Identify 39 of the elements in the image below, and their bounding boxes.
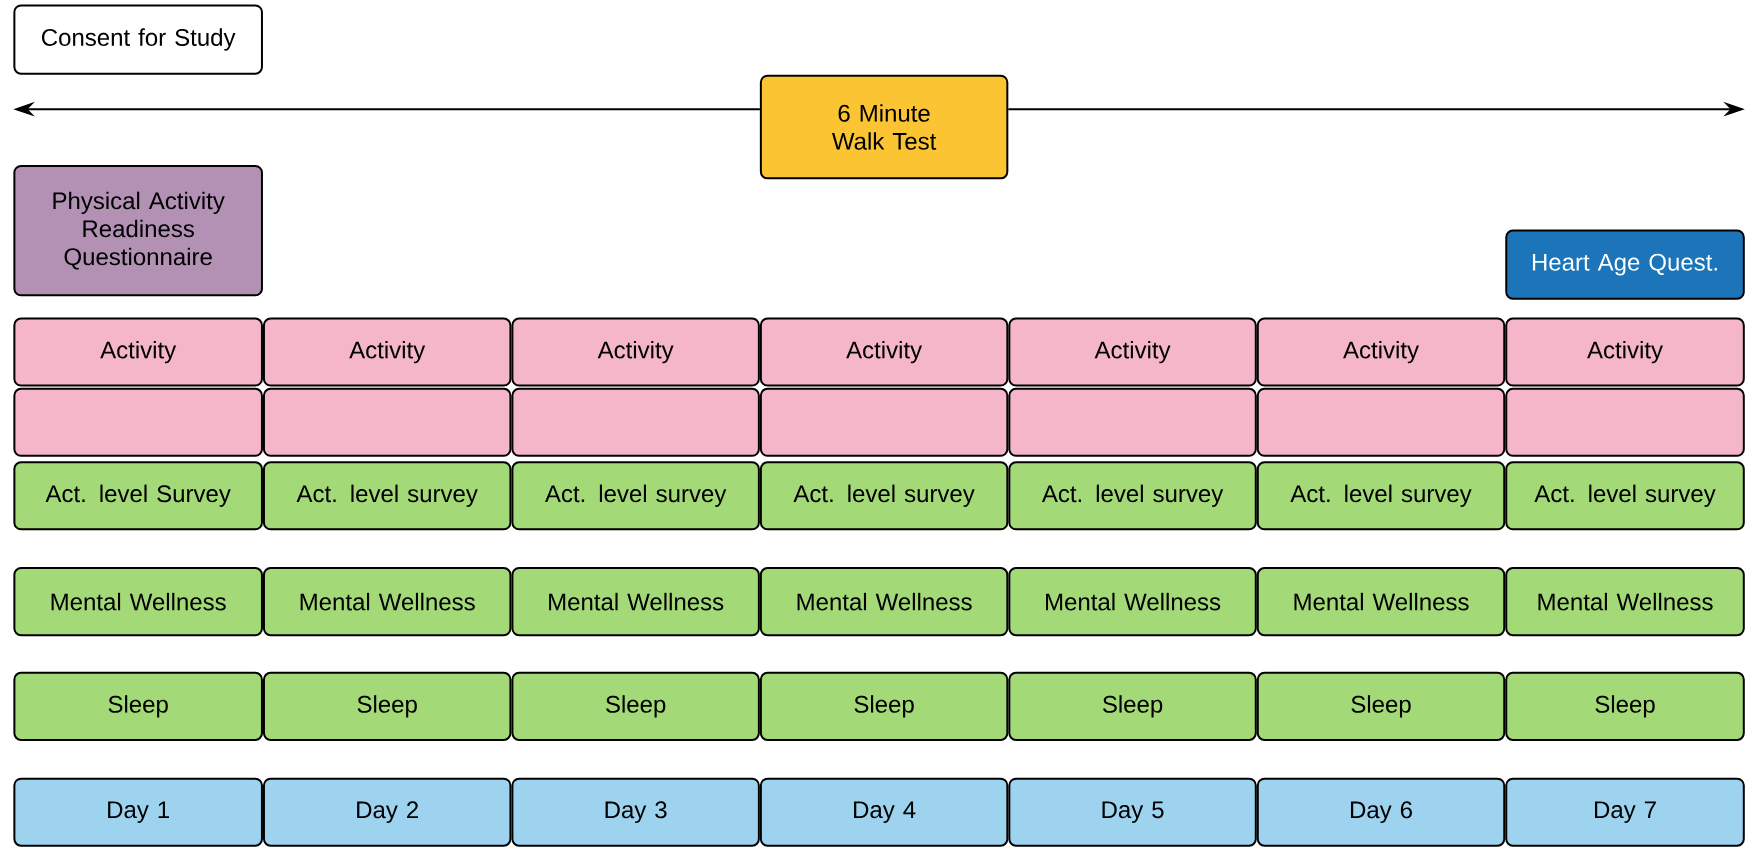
task-box: Activity [1505, 317, 1745, 387]
task-box: Sleep [1505, 671, 1745, 741]
task-box: Sleep [13, 671, 263, 741]
task-box: Sleep [1256, 671, 1506, 741]
task-box: Day 4 [759, 777, 1009, 847]
task-box: Day 1 [13, 777, 263, 847]
task-box: Mental Wellness [1256, 567, 1506, 637]
task-box: Day 2 [262, 777, 512, 847]
task-box: Day 6 [1256, 777, 1506, 847]
task-box: Mental Wellness [511, 567, 760, 637]
task-box: Mental Wellness [13, 567, 263, 637]
task-box: Activity [759, 317, 1009, 387]
task-box: Act. level survey [1505, 461, 1745, 531]
task-box: Mental Wellness [1008, 567, 1257, 637]
task-box: Day 3 [511, 777, 760, 847]
task-box: Sleep [262, 671, 512, 741]
task-box: Act. level survey [1008, 461, 1257, 531]
task-box: Mental Wellness [759, 567, 1009, 637]
task-box: Day 7 [1505, 777, 1745, 847]
task-box: Heart Age Quest. [1505, 229, 1745, 300]
task-box: Activity [511, 317, 760, 387]
task-box: Activity [1008, 317, 1257, 387]
task-box: Mental Wellness [262, 567, 512, 637]
task-box: Activity [13, 317, 263, 387]
task-box: Physical Activity Readiness Questionnaire [13, 164, 263, 297]
task-box: Act. level survey [511, 461, 760, 531]
task-box: Day 5 [1008, 777, 1257, 847]
task-box: 6 Minute Walk Test [759, 74, 1009, 180]
task-box: Act. level survey [1256, 461, 1506, 531]
task-box: Consent for Study [13, 4, 263, 75]
task-box: Act. level survey [759, 461, 1009, 531]
task-box: Activity [262, 317, 512, 387]
task-box: Sleep [1008, 671, 1257, 741]
task-box: Act. level Survey [13, 461, 263, 531]
task-box: Mental Wellness [1505, 567, 1745, 637]
task-box: Activity [1256, 317, 1506, 387]
task-box: Sleep [511, 671, 760, 741]
task-box: Sleep [759, 671, 1009, 741]
task-box: Act. level survey [262, 461, 512, 531]
